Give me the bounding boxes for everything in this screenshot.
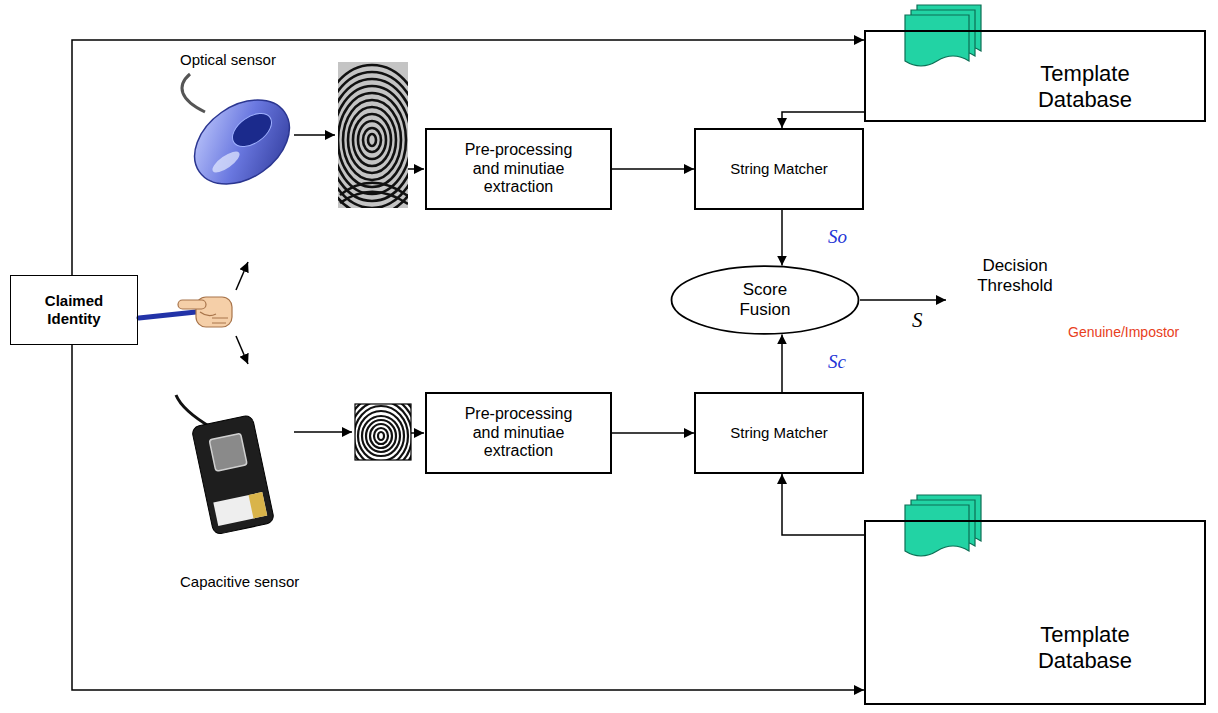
fingerprint-frame xyxy=(355,404,411,460)
fingerprint-ridge xyxy=(366,420,396,452)
node-text: Claimed Identity xyxy=(28,292,120,327)
fingerprint-ridge xyxy=(338,79,408,201)
connector-arrow xyxy=(612,168,694,170)
sensor-body xyxy=(191,415,275,535)
sensor-window xyxy=(227,107,278,154)
connector-arrow xyxy=(781,334,783,392)
decision-arrow xyxy=(860,299,946,301)
node-text: Template Database xyxy=(1025,61,1145,113)
fingerprint-ridge xyxy=(348,107,396,173)
fingerprint-ridge xyxy=(363,128,381,152)
pointer-pen xyxy=(139,312,196,318)
fingerprint-ridge xyxy=(358,121,386,159)
node-text: Template Database xyxy=(1025,622,1145,674)
pointing-hand xyxy=(139,297,232,327)
hand-knuckles xyxy=(212,318,228,323)
flow-arrow xyxy=(294,431,352,433)
node-text: Pre-processing and minutiae extraction xyxy=(454,141,584,198)
database-box: Template Database xyxy=(864,520,1206,705)
sensor-body xyxy=(179,83,305,202)
optical-fingerprint xyxy=(318,62,426,215)
capacitive-sensor xyxy=(176,395,275,535)
fingerprint-ridge xyxy=(355,406,408,460)
fingerprint-ridge xyxy=(343,100,401,180)
process-box: Pre-processing and minutiae extraction xyxy=(425,128,612,210)
fingerprint-ground xyxy=(338,62,408,208)
fingerprint-ridge xyxy=(338,86,408,194)
identity-box: Claimed Identity xyxy=(10,275,138,345)
ellipse-shape xyxy=(672,266,859,334)
optical-sensor xyxy=(179,74,305,201)
fingerprint-ridge xyxy=(374,428,388,444)
fingerprint-ridge xyxy=(370,424,392,448)
sensor-cable xyxy=(176,395,212,428)
matcher-box: String Matcher xyxy=(694,128,864,210)
fusion-ellipse: Score Fusion xyxy=(670,265,860,335)
node-text: String Matcher xyxy=(730,424,828,442)
fingerprint-ridge xyxy=(340,192,408,204)
sensor-sticker xyxy=(213,492,267,526)
node-text: Score Fusion xyxy=(730,280,800,320)
hand-thumb xyxy=(200,312,216,316)
score-label: So xyxy=(826,226,849,248)
score-symbol: S xyxy=(912,310,923,330)
flow-arrow xyxy=(294,134,335,136)
sensor-label: Capacitive sensor xyxy=(180,572,299,592)
decision-label: Decision Threshold xyxy=(950,256,1080,296)
database-icon xyxy=(905,495,981,556)
hand-finger xyxy=(178,300,206,309)
sensor-label: Optical sensor xyxy=(180,50,276,70)
fingerprint-ridge xyxy=(378,432,384,440)
sensor-highlight xyxy=(209,148,242,176)
fingerprint-ridge xyxy=(355,404,411,460)
sensor-cable xyxy=(182,74,205,112)
connector-arrow xyxy=(782,474,864,535)
connector-arrow xyxy=(72,40,864,275)
database-box: Template Database xyxy=(864,30,1206,122)
database-icon xyxy=(905,5,981,66)
node-text: String Matcher xyxy=(730,160,828,178)
database-page xyxy=(905,505,969,556)
matcher-box: String Matcher xyxy=(694,392,864,474)
fingerprint-ridge xyxy=(353,114,391,166)
connector-arrow xyxy=(72,345,864,690)
connector-arrow xyxy=(781,210,783,266)
fingerprint-ridge xyxy=(338,93,406,187)
connector-arrow xyxy=(782,112,864,128)
fingerprint-ridge xyxy=(340,183,408,196)
database-page xyxy=(905,15,969,66)
flow-arrow xyxy=(236,262,248,290)
capacitive-fingerprint xyxy=(342,391,420,481)
process-box: Pre-processing and minutiae extraction xyxy=(425,392,612,474)
sensor-strip xyxy=(249,492,268,518)
fingerprint-ridge xyxy=(362,416,400,456)
flow-arrow xyxy=(408,168,424,170)
fingerprint-ridge xyxy=(338,72,408,208)
sensor-window xyxy=(209,433,247,471)
fingerprint-ridge xyxy=(355,404,411,460)
score-label: Sc xyxy=(826,351,848,373)
fingerprint-ridge xyxy=(355,404,411,460)
fingerprint-ridge xyxy=(338,65,408,208)
flow-arrow xyxy=(236,336,248,364)
fingerprint-ridge xyxy=(368,134,376,146)
node-text: Pre-processing and minutiae extraction xyxy=(454,405,584,462)
connector-arrow xyxy=(612,432,694,434)
outcome-label: Genuine/Impostor xyxy=(1068,322,1179,342)
fingerprint-ridge xyxy=(358,411,404,460)
flow-arrow xyxy=(411,432,424,434)
